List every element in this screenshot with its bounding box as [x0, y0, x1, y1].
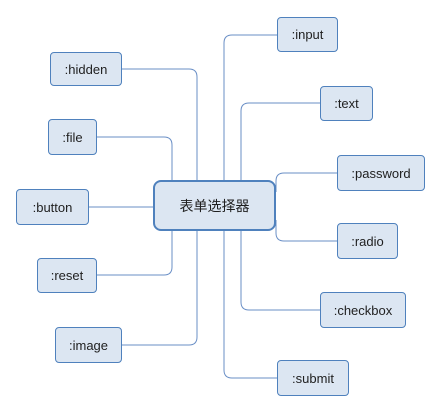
node-reset[interactable]: :reset: [37, 258, 97, 293]
node-image[interactable]: :image: [55, 327, 122, 363]
node-password-label: :password: [351, 165, 411, 181]
node-button-label: :button: [32, 199, 73, 215]
node-input-label: :input: [291, 27, 324, 42]
connector-submit: [223, 231, 277, 379]
node-radio-label: :radio: [351, 233, 384, 249]
node-text-label: :text: [334, 96, 359, 111]
center-node-label: 表单选择器: [179, 197, 250, 214]
node-file-label: :file: [62, 129, 83, 145]
node-checkbox-label: :checkbox: [333, 302, 393, 318]
node-checkbox[interactable]: :checkbox: [320, 292, 406, 328]
node-hidden[interactable]: :hidden: [50, 52, 122, 86]
node-text[interactable]: :text: [320, 86, 373, 121]
node-password[interactable]: :password: [337, 155, 425, 191]
node-image-label: :image: [68, 337, 109, 353]
node-hidden-label: :hidden: [64, 61, 108, 77]
node-reset-label: :reset: [50, 268, 84, 283]
connector-reset: [97, 231, 173, 276]
connector-text: [240, 102, 320, 180]
connector-file: [97, 136, 173, 180]
connector-radio: [275, 220, 337, 242]
connector-image: [122, 231, 198, 346]
connector-checkbox: [240, 231, 320, 311]
node-radio[interactable]: :radio: [337, 223, 398, 259]
node-button[interactable]: :button: [16, 189, 89, 225]
node-input[interactable]: :input: [277, 17, 338, 52]
node-submit[interactable]: :submit: [277, 360, 349, 396]
connector-hidden: [122, 68, 198, 180]
connector-password: [275, 172, 337, 192]
node-file[interactable]: :file: [48, 119, 97, 155]
connector-input: [223, 34, 277, 180]
node-submit-label: :submit: [292, 370, 334, 386]
center-node[interactable]: 表单选择器: [153, 180, 276, 231]
